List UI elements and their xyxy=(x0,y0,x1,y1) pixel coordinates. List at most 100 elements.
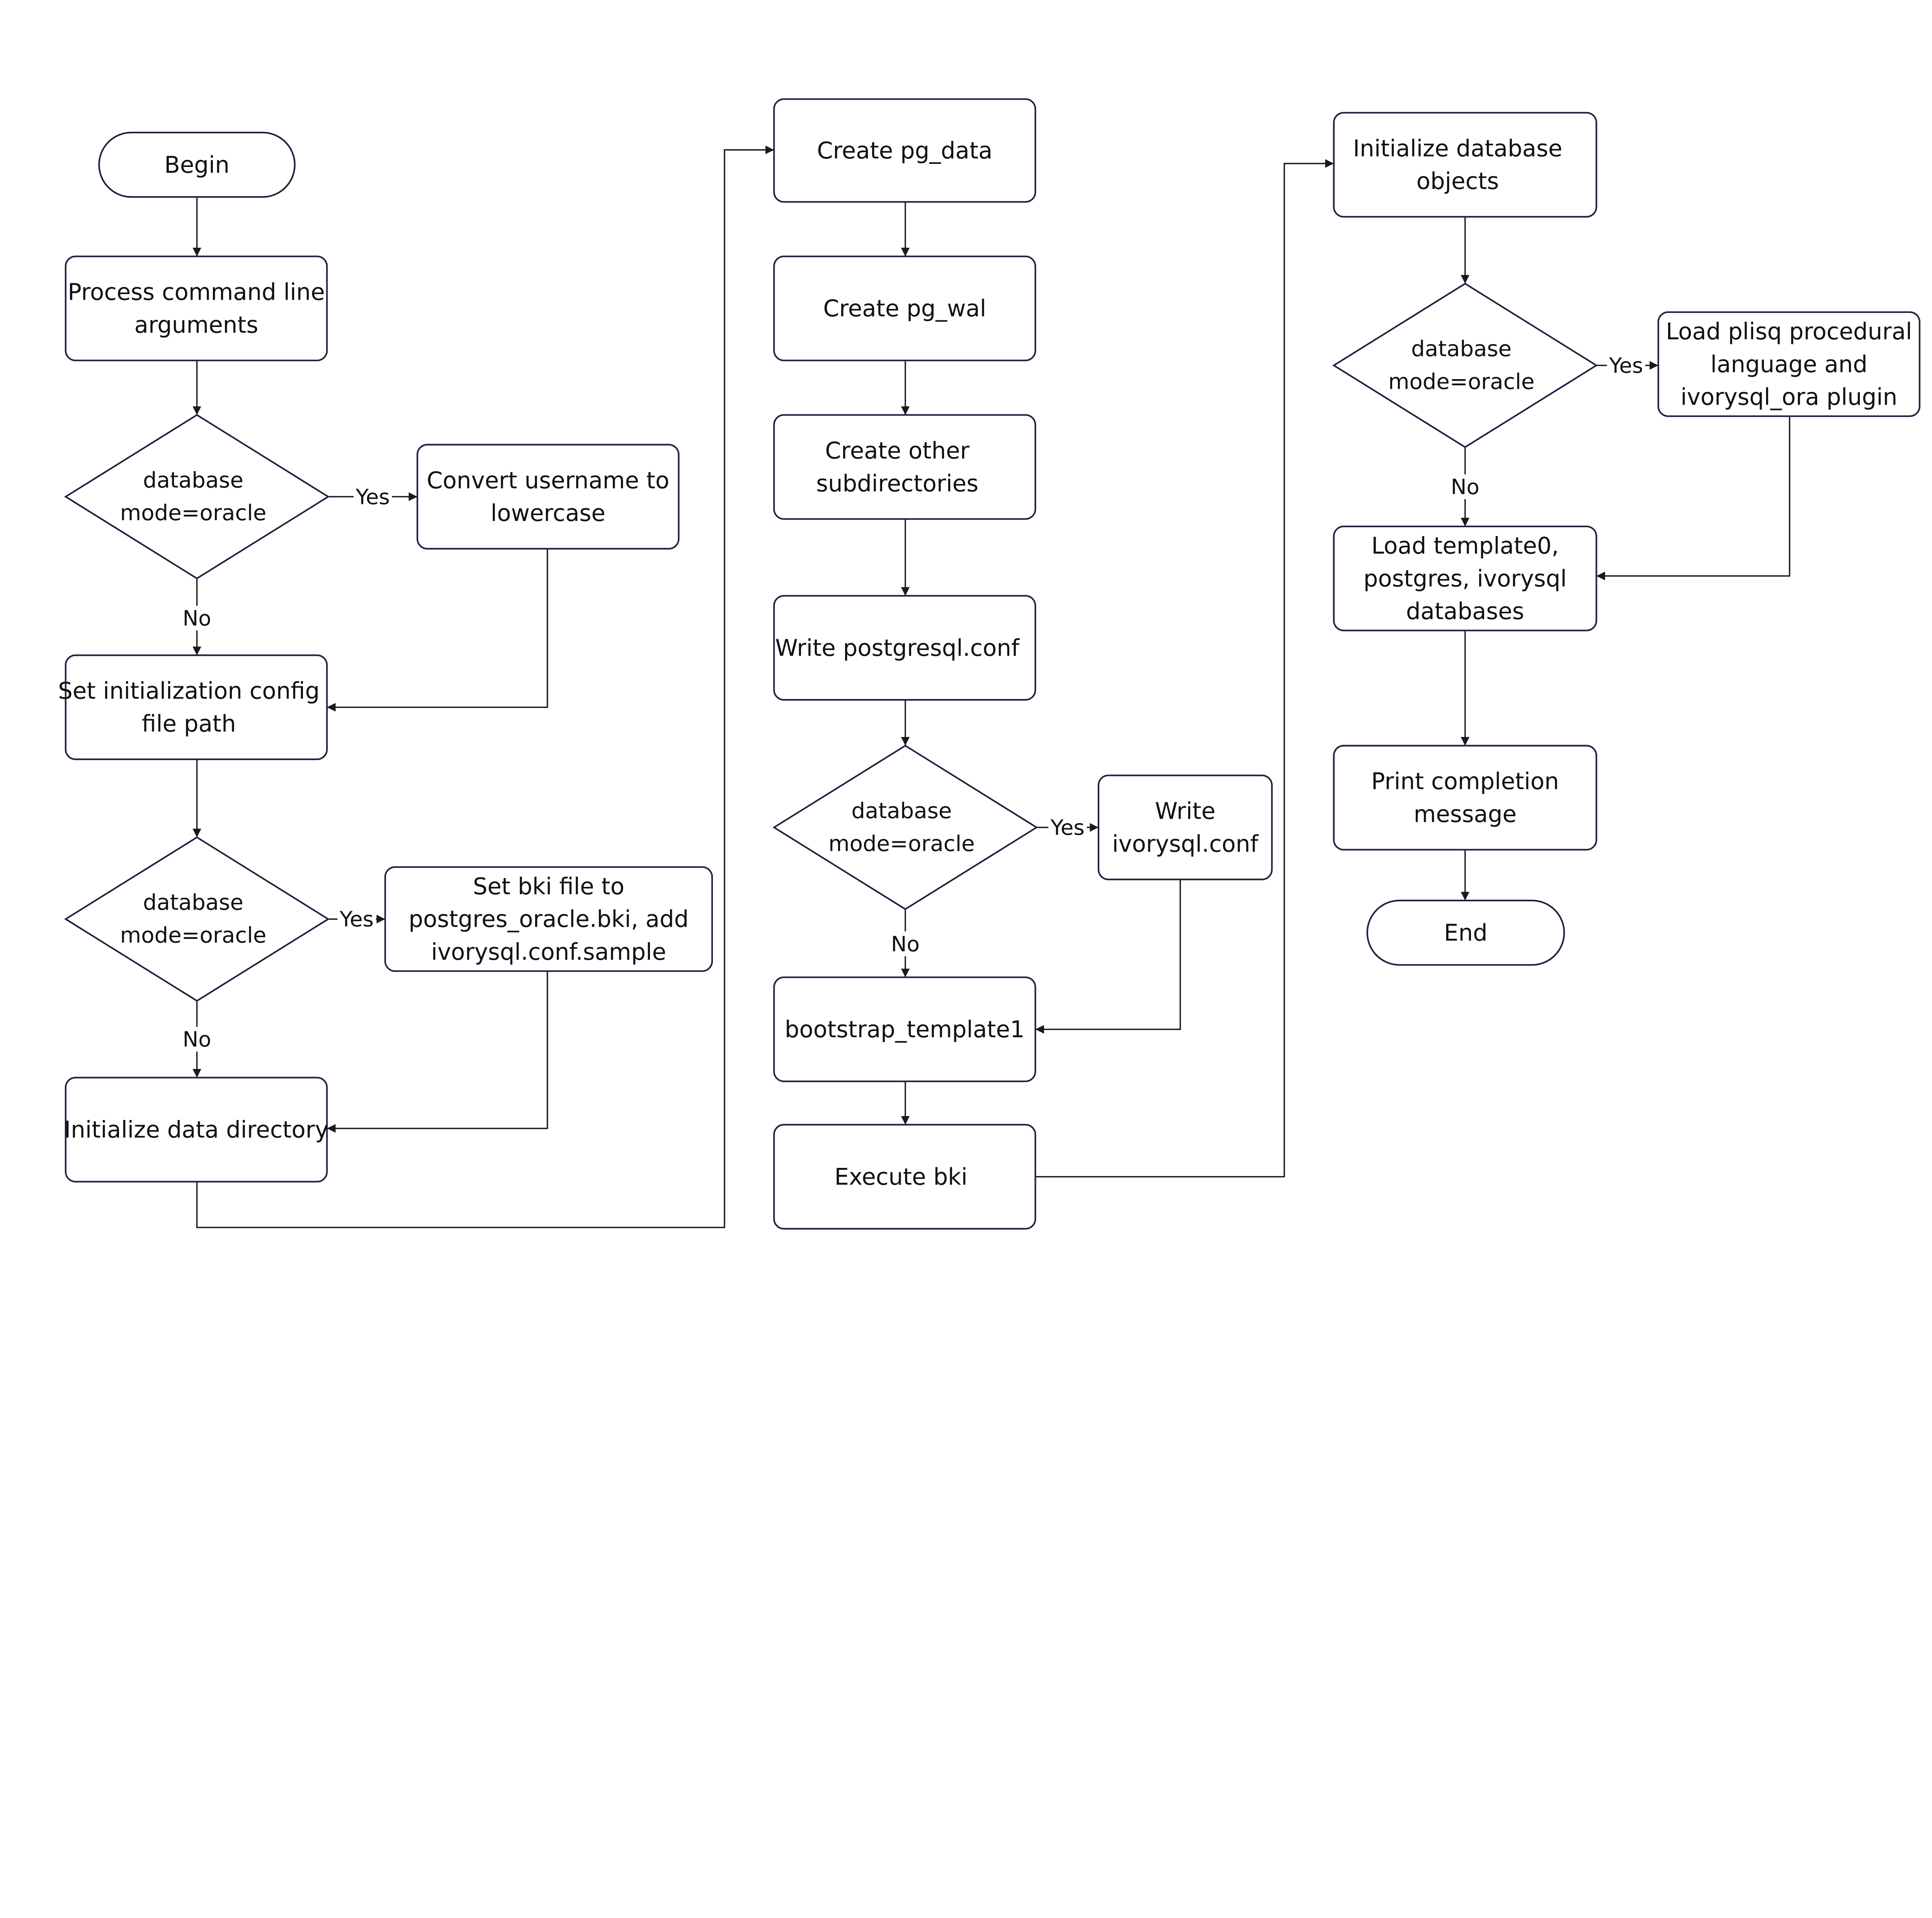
node-text-line: database xyxy=(1411,337,1512,362)
process-box xyxy=(417,444,680,550)
node-text-line: mode=oracle xyxy=(120,500,267,526)
decision-diamond xyxy=(64,836,330,1002)
process-box xyxy=(1333,745,1597,851)
node-text-line: database xyxy=(143,468,243,493)
node-create-pg-wal: Create pg_wal xyxy=(773,255,1036,361)
node-text-line: mode=oracle xyxy=(120,923,267,948)
terminal-shape xyxy=(1366,900,1565,966)
node-text-line: subdirectories xyxy=(816,470,978,497)
node-text-line: Print completion xyxy=(1371,768,1559,795)
edge-label-yes: Yes xyxy=(1609,353,1643,378)
edge-label-bg xyxy=(183,1027,211,1052)
edge-label-no: No xyxy=(891,931,920,956)
process-box xyxy=(773,255,1036,361)
node-decision-3: database mode=oracle xyxy=(772,745,1038,910)
node-text-line: bootstrap_template1 xyxy=(785,1016,1025,1043)
node-text-line: Write xyxy=(1155,798,1216,824)
process-box xyxy=(773,98,1036,203)
node-end: End xyxy=(1366,900,1565,966)
arrow-init_data_dir-to-create_pg_data xyxy=(196,145,774,1229)
node-set-bki: Set bki file to postgres_oracle.bki, add i… xyxy=(384,866,713,972)
node-load-templates: Load template0, postgres, ivorysql databas… xyxy=(1333,526,1597,631)
node-text-line: Create pg_data xyxy=(817,137,992,164)
process-box xyxy=(1333,112,1597,218)
node-write-postgresql-conf: Write postgresql.conf xyxy=(773,595,1036,701)
decision-diamond xyxy=(1332,283,1598,448)
node-convert-username: Convert username to lowercase xyxy=(417,444,680,550)
node-text-line: Load plisq procedural xyxy=(1666,318,1912,345)
edge-label-bg xyxy=(1451,474,1479,499)
node-text-line: Initialize data directory xyxy=(64,1116,329,1143)
node-text-line: postgres, ivorysql xyxy=(1364,565,1567,592)
node-text-line: file path xyxy=(142,710,236,737)
edge-label-bg xyxy=(183,606,211,631)
process-box xyxy=(1657,311,1921,417)
node-set-config-path: Set initialization config file path xyxy=(58,654,328,760)
terminal-shape xyxy=(98,131,296,198)
node-create-pg-data: Create pg_data xyxy=(773,98,1036,203)
edge-label-no: No xyxy=(183,606,211,630)
node-text-line: mode=oracle xyxy=(828,831,975,856)
node-text-line: Create other xyxy=(825,437,969,464)
edge-label-no: No xyxy=(183,1027,211,1052)
arrow-convert_username-to-set_config_path xyxy=(327,548,548,712)
arrow-execute_bki-to-init_db_objects xyxy=(1035,159,1334,1178)
node-text-line: database xyxy=(143,890,243,915)
node-print-completion: Print completion message xyxy=(1333,745,1597,851)
node-create-subdirs: Create other subdirectories xyxy=(773,414,1036,520)
node-text-line: mode=oracle xyxy=(1388,369,1535,394)
node-begin: Begin xyxy=(98,131,296,198)
edge-label-yes: Yes xyxy=(339,907,374,931)
node-text-line: databases xyxy=(1406,598,1524,625)
node-text-line: Set initialization config xyxy=(58,677,320,704)
process-box xyxy=(65,1077,328,1183)
node-text-line: Begin xyxy=(164,151,230,178)
node-text-line: language and xyxy=(1711,351,1867,378)
process-box xyxy=(773,414,1036,520)
node-text-line: ivorysql_ora plugin xyxy=(1680,384,1897,410)
node-execute-bki: Execute bki xyxy=(773,1124,1036,1230)
node-text-line: arguments xyxy=(134,311,259,338)
node-process-args: Process command line arguments xyxy=(65,255,328,361)
node-text-line: ivorysql.conf.sample xyxy=(431,939,666,965)
arrow-load_plisql-to-load_templates xyxy=(1596,416,1791,580)
node-text-line: objects xyxy=(1417,168,1499,194)
edge-label-bg xyxy=(891,931,919,956)
node-text-line: Load template0, xyxy=(1371,532,1559,559)
decision-diamond xyxy=(772,745,1038,910)
node-init-data-dir: Initialize data directory xyxy=(64,1077,329,1183)
decision-diamond xyxy=(64,414,330,580)
node-decision-2: database mode=oracle xyxy=(64,836,330,1002)
edge-label-yes: Yes xyxy=(355,484,390,509)
node-text-line: Create pg_wal xyxy=(823,295,986,322)
process-box xyxy=(384,866,713,972)
edges-layer xyxy=(192,145,1791,1229)
node-text-line: Set bki file to xyxy=(473,873,624,900)
process-box xyxy=(773,1124,1036,1230)
process-box xyxy=(1097,774,1273,880)
process-box xyxy=(773,595,1036,701)
node-text-line: lowercase xyxy=(491,500,605,526)
arrow-write_ivorysql_conf-to-bootstrap_template1 xyxy=(1035,879,1181,1034)
node-bootstrap-template1: bootstrap_template1 xyxy=(773,976,1036,1082)
node-text-line: End xyxy=(1444,919,1488,946)
edge-label-bg xyxy=(354,484,392,509)
node-text-line: Process command line xyxy=(68,279,325,305)
edge-label-bg xyxy=(1048,815,1087,840)
node-text-line: message xyxy=(1413,801,1516,827)
node-text-line: database xyxy=(851,798,952,824)
process-box xyxy=(773,976,1036,1082)
process-box xyxy=(1333,526,1597,631)
node-text-line: Convert username to xyxy=(427,467,669,494)
node-text-line: postgres_oracle.bki, add xyxy=(408,906,689,933)
node-decision-1: database mode=oracle xyxy=(64,414,330,580)
arrow-set_bki-to-init_data_dir xyxy=(327,971,548,1133)
node-text-line: Write postgresql.conf xyxy=(775,635,1020,661)
edge-label-no: No xyxy=(1451,475,1480,499)
edge-label-bg xyxy=(1607,353,1646,378)
